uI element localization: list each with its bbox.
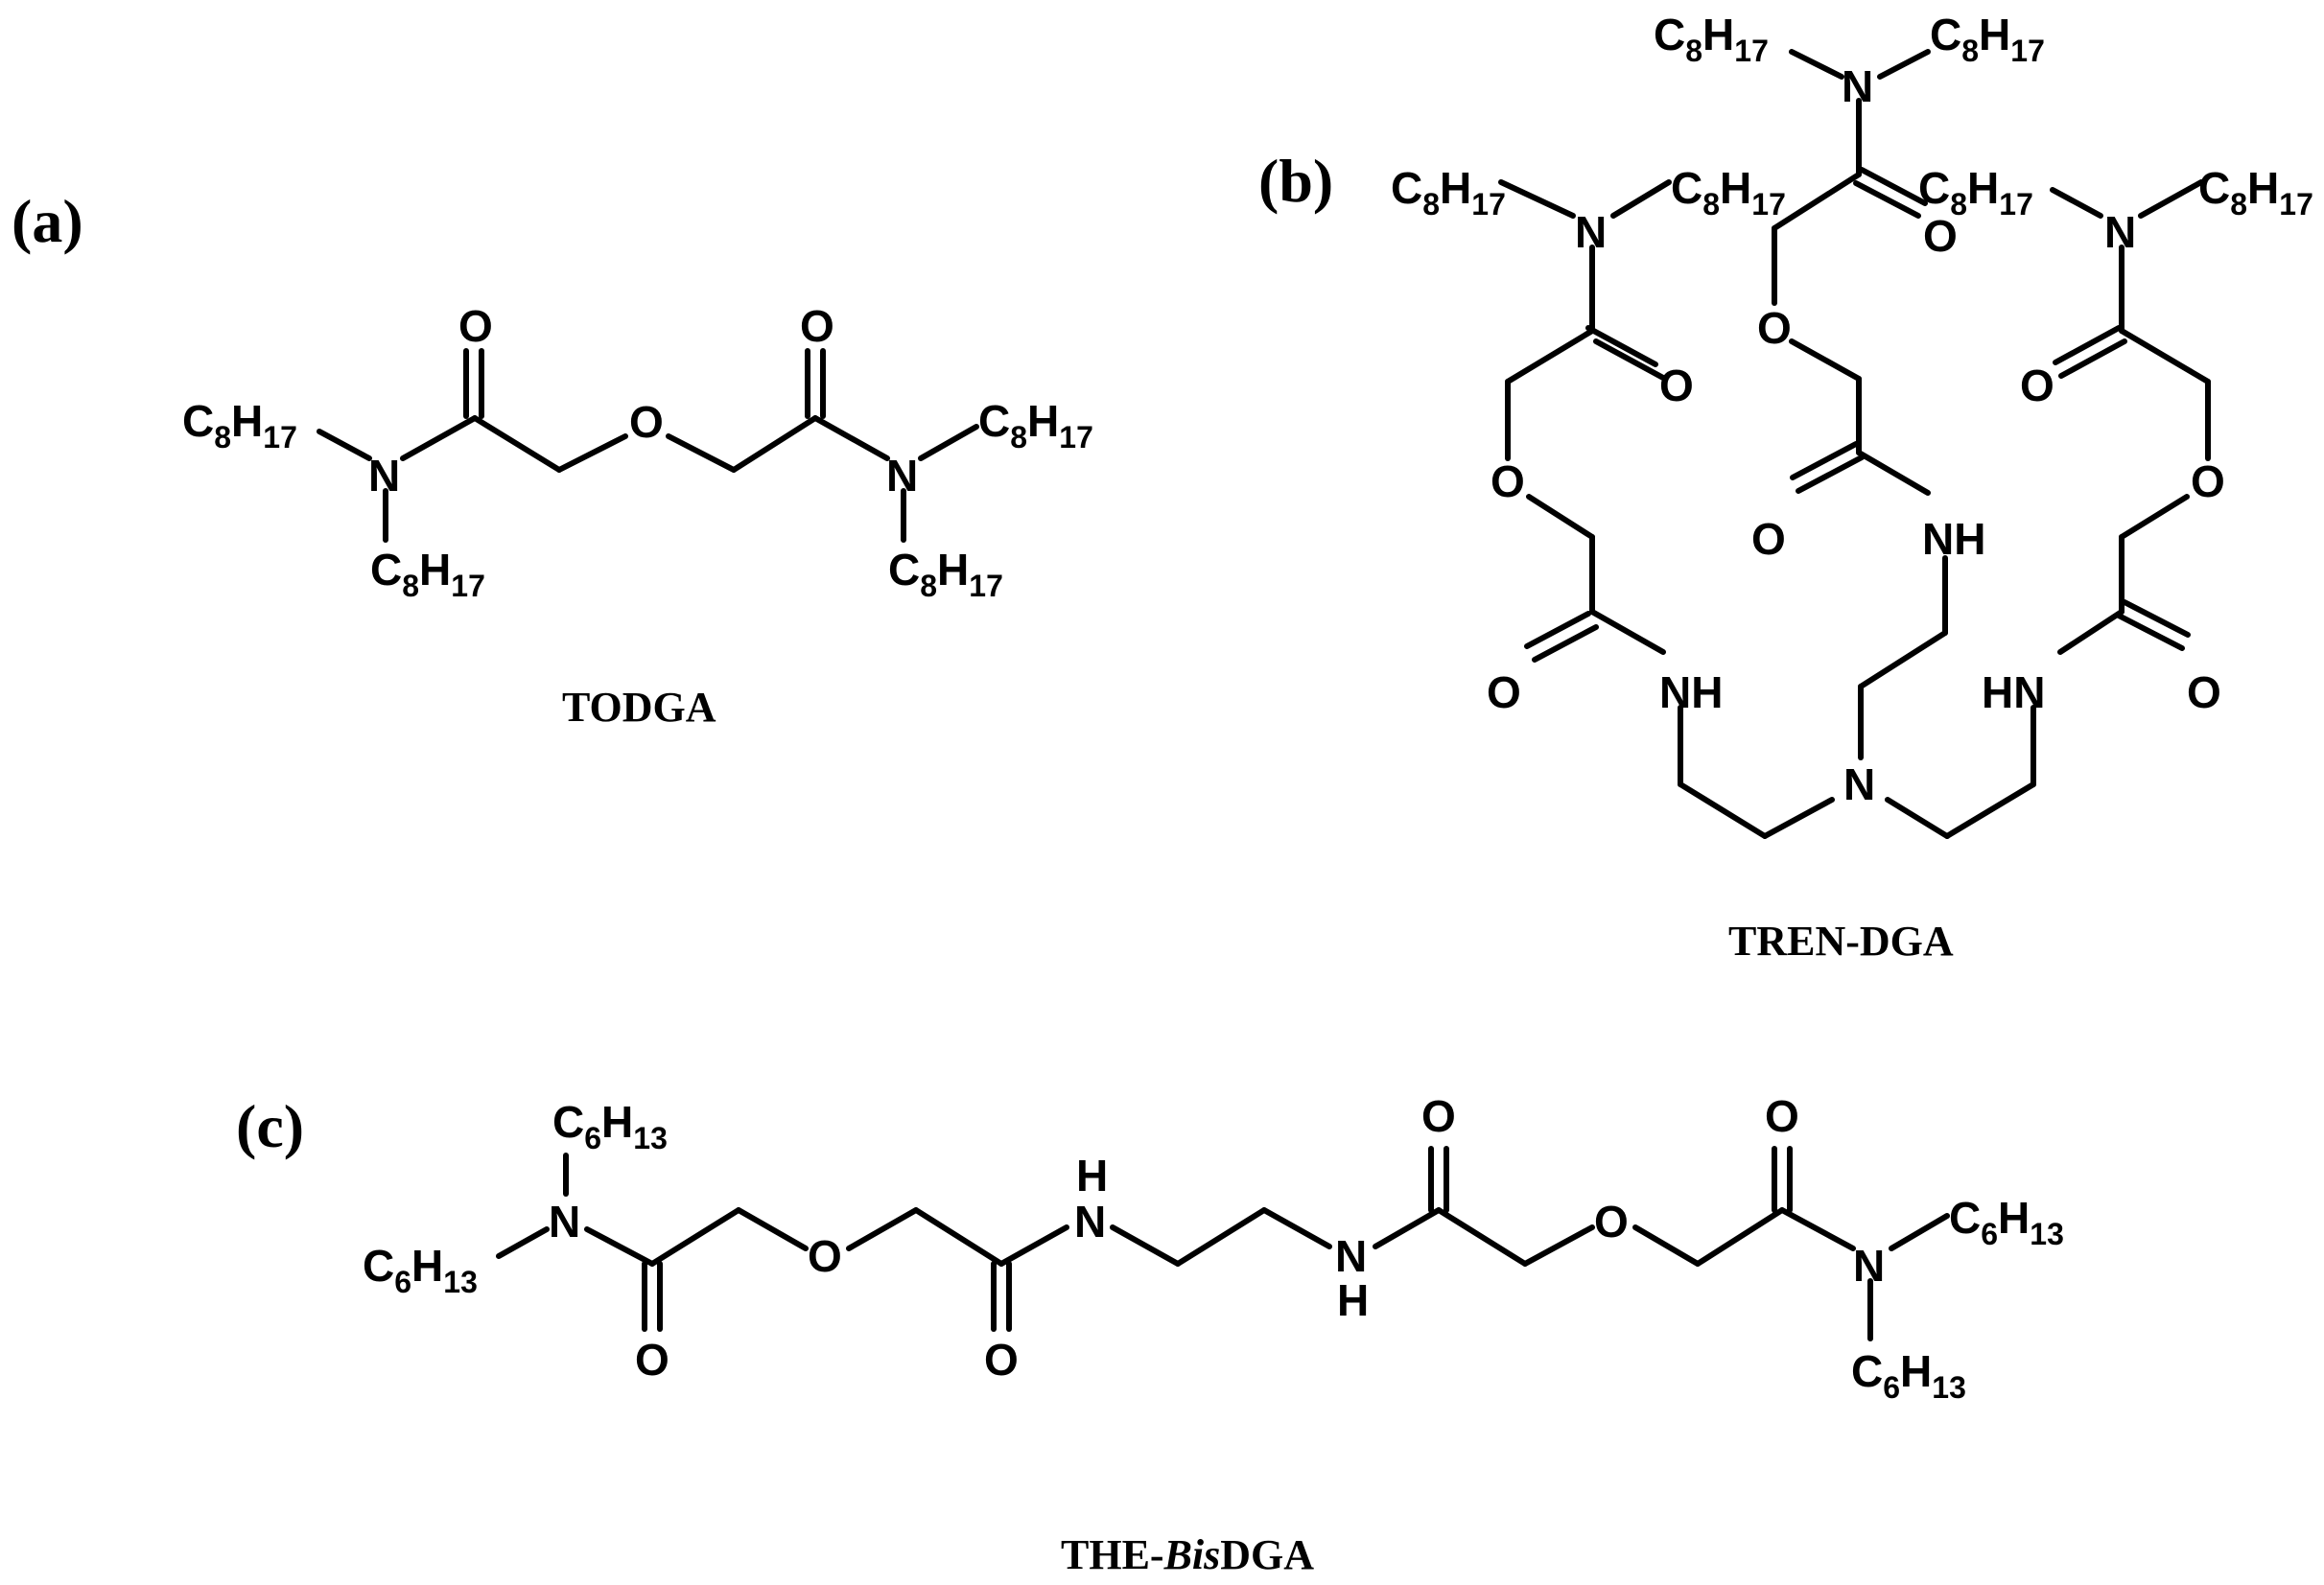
tren-o-right-carbonyl: O xyxy=(2020,361,2054,410)
bisdga-o-2: O xyxy=(808,1231,842,1281)
tren-o-right-ether: O xyxy=(2191,456,2225,506)
bisdga-nh1-n: N xyxy=(1074,1197,1106,1247)
panel-label-b: (b) xyxy=(1258,147,1333,215)
tren-c8h17-left-1: C8H17 xyxy=(1391,163,1506,221)
todga-n-left: N xyxy=(368,451,400,501)
bisdga-o-6: O xyxy=(1765,1091,1799,1141)
todga-o-ether: O xyxy=(629,397,664,447)
todga-o-carbonyl-left: O xyxy=(458,301,493,351)
tren-c8h17-top-left: C8H17 xyxy=(1654,10,1769,68)
tren-n-left: N xyxy=(1575,207,1607,257)
tren-n-top: N xyxy=(1842,61,1873,111)
tren-o-top-carbonyl: O xyxy=(1923,211,1958,261)
tren-n-right: N xyxy=(2104,207,2136,257)
bisdga-c6h13-bottom-left: C6H13 xyxy=(363,1241,478,1299)
tren-o-mid-carbonyl: O xyxy=(1751,514,1786,564)
tren-o-right-carbonyl-2: O xyxy=(2187,667,2221,717)
bisdga-o-1: O xyxy=(635,1335,669,1385)
todga-c8h17-bottom-left: C8H17 xyxy=(370,545,485,603)
tren-c8h17-right-1: C8H17 xyxy=(1918,163,2033,221)
tren-c8h17-top-right: C8H17 xyxy=(1930,10,2045,68)
bisdga-nh2-n: N xyxy=(1335,1231,1367,1281)
bisdga-nh1-h: H xyxy=(1076,1151,1108,1200)
tren-o-left-ether: O xyxy=(1491,456,1525,506)
bisdga-c6h13-top-left: C6H13 xyxy=(552,1097,668,1155)
tren-o-left-carbonyl: O xyxy=(1659,361,1694,410)
todga-c8h17-top-right: C8H17 xyxy=(978,396,1093,455)
panel-a: (a) C8H17 N C8H17 O O O N C8H17 C8H17 T xyxy=(12,187,1093,731)
bisdga-nh2-h: H xyxy=(1337,1275,1369,1325)
tren-dga-bonds xyxy=(1498,49,2211,839)
todga-n-right: N xyxy=(886,451,918,501)
todga-c8h17-top-left: C8H17 xyxy=(182,396,297,455)
panel-label-c: (c) xyxy=(236,1092,304,1160)
tren-n-center: N xyxy=(1843,759,1875,809)
bisdga-c6h13-top-right: C6H13 xyxy=(1949,1193,2064,1251)
bisdga-n-right: N xyxy=(1853,1241,1885,1291)
caption-todga: TODGA xyxy=(562,684,716,731)
todga-c8h17-bottom-right: C8H17 xyxy=(888,545,1003,603)
panel-b: (b) xyxy=(1258,10,2313,965)
tren-c8h17-left-2: C8H17 xyxy=(1671,163,1786,221)
bisdga-o-3: O xyxy=(984,1335,1019,1385)
tren-nh-left: NH xyxy=(1659,667,1723,717)
todga-bonds xyxy=(317,348,979,543)
panel-label-a: (a) xyxy=(12,187,83,255)
tren-o-left-carbonyl-2: O xyxy=(1487,667,1521,717)
todga-o-carbonyl-right: O xyxy=(800,301,834,351)
tren-nh-mid: NH xyxy=(1922,514,1985,564)
tren-o-top-ether: O xyxy=(1757,303,1792,353)
the-bisdga-bonds xyxy=(496,1146,1950,1341)
panel-c: (c) xyxy=(236,1091,2064,1578)
tren-c8h17-right-2: C8H17 xyxy=(2198,163,2313,221)
bisdga-o-4: O xyxy=(1421,1091,1456,1141)
caption-tren-dga: TREN-DGA xyxy=(1728,918,1954,965)
bisdga-o-5: O xyxy=(1594,1197,1629,1247)
tren-hn-right: HN xyxy=(1982,667,2045,717)
bisdga-c6h13-bottom-right: C6H13 xyxy=(1851,1346,1966,1405)
caption-the-bisdga: THE-BisDGA xyxy=(1061,1531,1314,1578)
bisdga-n-left: N xyxy=(549,1197,580,1247)
